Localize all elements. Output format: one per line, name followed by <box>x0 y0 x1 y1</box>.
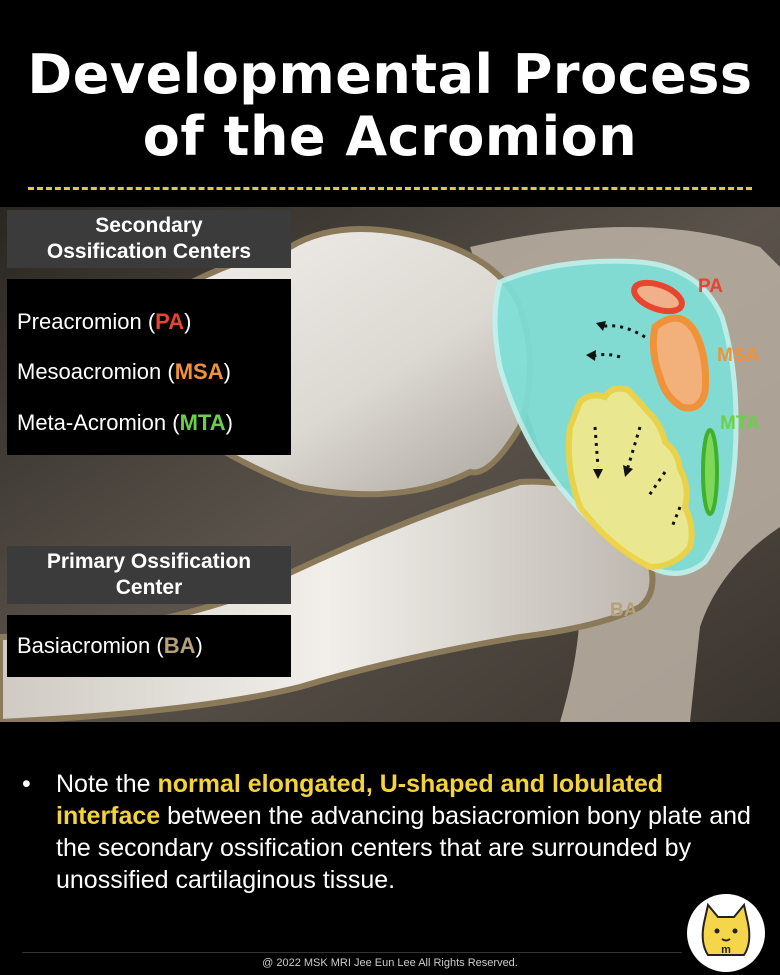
label-mta: MTA <box>720 413 760 434</box>
legend-item-pa: Preacromion (PA) <box>17 309 192 334</box>
legend-item-mta: Meta-Acromion (MTA) <box>17 410 233 435</box>
label-msa: MSA <box>717 345 760 366</box>
legend-item-ba: Basiacromion (BA) <box>17 633 203 658</box>
secondary-list: Preacromion (PA) Mesoacromion (MSA) Meta… <box>7 279 291 455</box>
bullet: • <box>22 770 31 798</box>
arrow-heads <box>586 321 633 479</box>
basiacromion-interface <box>565 385 695 571</box>
dashed-divider <box>28 187 752 190</box>
title-line-2: of the Acromion <box>142 105 638 168</box>
secondary-header: Secondary Ossification Centers <box>7 210 291 268</box>
title-line-1: Developmental Process <box>27 43 753 106</box>
note-highlight: normal elongated, U-shaped and lobulated… <box>56 770 664 830</box>
legend-item-msa: Mesoacromion (MSA) <box>17 359 231 384</box>
logo-letter: m <box>721 944 731 956</box>
advance-arrows <box>589 324 682 528</box>
pa-ossification-center <box>631 279 685 315</box>
copyright: @ 2022 MSK MRI Jee Eun Lee All Rights Re… <box>262 957 518 969</box>
primary-header: Primary Ossification Center <box>7 546 291 604</box>
page-title: Developmental Process of the Acromion <box>0 44 780 168</box>
label-ba: BA <box>610 600 638 621</box>
label-pa: PA <box>698 276 723 297</box>
msa-ossification-center <box>649 314 709 412</box>
cat-logo-icon: m <box>687 894 765 972</box>
primary-list: Basiacromion (BA) <box>7 615 291 677</box>
mta-ossification-center <box>701 428 719 516</box>
footer-rule <box>22 952 682 953</box>
note-text: Note the normal elongated, U-shaped and … <box>56 770 751 894</box>
